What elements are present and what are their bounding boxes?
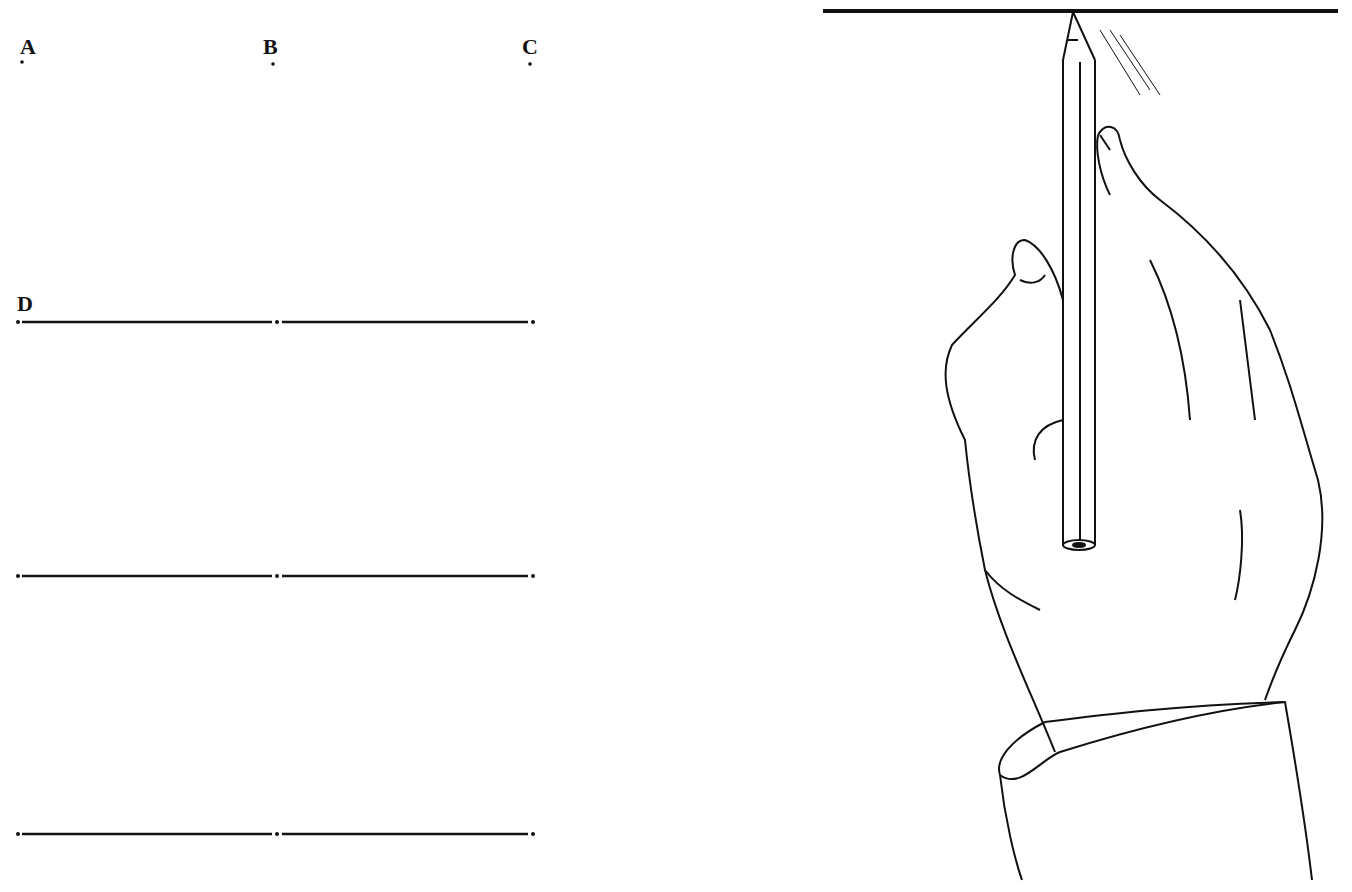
- practice-lines: [22, 322, 528, 834]
- hand-with-pencil: [946, 12, 1323, 880]
- drawn-line: [823, 9, 1338, 13]
- point-letter: D: [17, 293, 33, 315]
- point-letter: C: [522, 36, 538, 58]
- guide-dots: [16, 60, 535, 836]
- point-letter: B: [263, 36, 278, 58]
- point-letter: A: [20, 36, 36, 58]
